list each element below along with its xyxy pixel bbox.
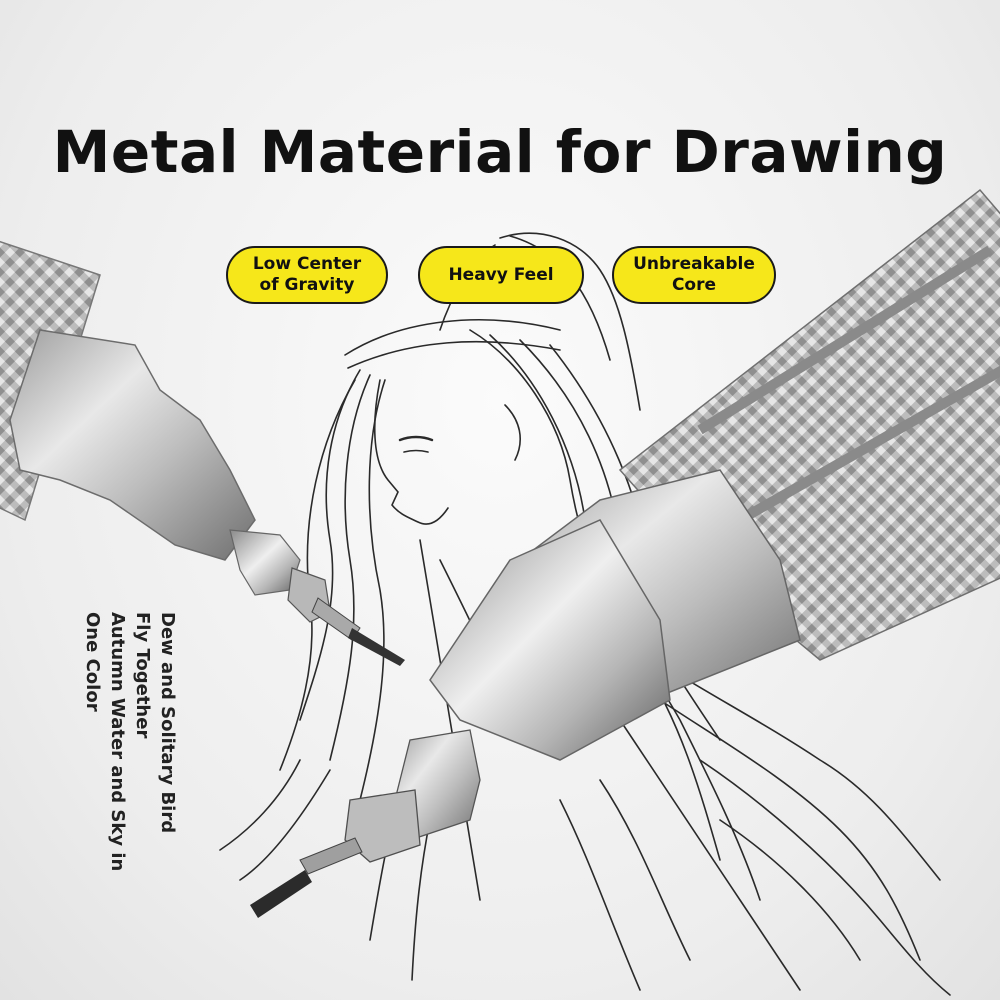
- pencil-right: [250, 188, 1000, 918]
- page-title: Metal Material for Drawing: [52, 118, 948, 186]
- poem-text: Dew and Solitary Bird Fly Together Autum…: [80, 612, 180, 871]
- pencil-left: [0, 240, 405, 666]
- poem-line: Autumn Water and Sky in: [107, 612, 128, 872]
- poem-line: One Color: [82, 612, 103, 712]
- badge-label: Low Center of Gravity: [252, 254, 362, 295]
- poem-line: Fly Together: [132, 612, 153, 739]
- poem-line: Dew and Solitary Bird: [157, 612, 178, 834]
- badge-low-center-of-gravity: Low Center of Gravity: [226, 246, 388, 304]
- badge-label: Heavy Feel: [448, 264, 554, 285]
- badge-label: Unbreakable Core: [633, 254, 755, 295]
- badge-heavy-feel: Heavy Feel: [418, 246, 584, 304]
- badge-unbreakable-core: Unbreakable Core: [612, 246, 776, 304]
